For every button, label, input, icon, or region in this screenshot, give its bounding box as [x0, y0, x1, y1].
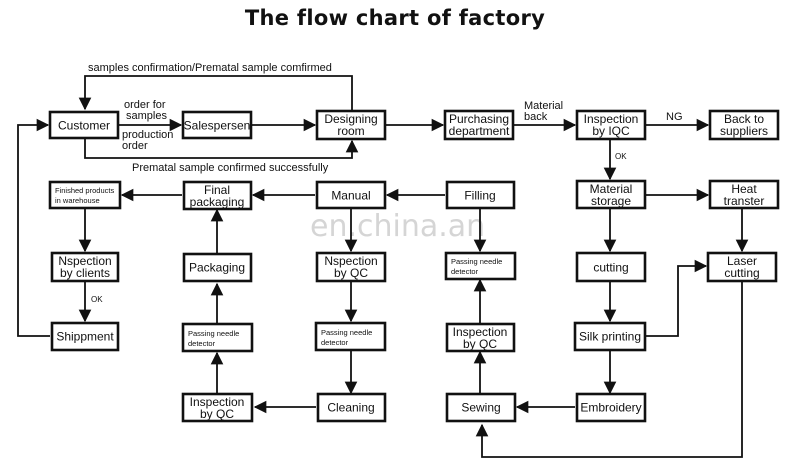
svg-text:by QC: by QC	[463, 337, 497, 351]
svg-text:Salespersen: Salespersen	[184, 119, 251, 133]
svg-text:Inspection: Inspection	[584, 112, 639, 126]
svg-text:Back to: Back to	[724, 112, 764, 126]
node-cutting: cutting	[575, 251, 647, 283]
node-cleaning: Cleaning	[316, 392, 387, 423]
label-material-back-2: back	[524, 111, 548, 123]
svg-text:Final: Final	[204, 183, 230, 197]
svg-text:detector: detector	[321, 338, 349, 347]
svg-text:by QC: by QC	[334, 266, 368, 280]
svg-text:Shippment: Shippment	[56, 330, 114, 344]
label-ng: NG	[666, 111, 683, 123]
svg-text:Sewing: Sewing	[461, 401, 500, 415]
label-material-back-1: Material	[524, 100, 563, 112]
svg-text:Nspection: Nspection	[324, 254, 377, 268]
edge-labels: samples confirmation/Prematal sample com…	[88, 62, 683, 304]
node-silk-printing: Silk printing	[573, 321, 647, 352]
svg-text:by QC: by QC	[200, 407, 234, 421]
svg-text:Designing: Designing	[324, 112, 377, 126]
node-heat-transfer: Heat transter	[708, 179, 780, 210]
node-embroidery: Embroidery	[575, 392, 647, 423]
node-shipment: Shippment	[50, 321, 120, 352]
node-filling: Filling	[445, 180, 516, 210]
node-inspection-iqc: Inspection by IQC	[575, 109, 647, 141]
svg-text:department: department	[449, 124, 510, 138]
label-samples-confirmation: samples confirmation/Prematal sample com…	[88, 62, 332, 74]
node-inspection-by-qc-3: Inspection by QC	[181, 392, 254, 423]
arrow-laser-to-sewing	[475, 281, 743, 458]
svg-text:Silk printing: Silk printing	[579, 330, 641, 344]
svg-text:Passing needle: Passing needle	[451, 257, 502, 266]
node-sewing: Sewing	[445, 392, 517, 423]
node-purchasing-department: Purchasing department	[443, 109, 515, 141]
node-inspection-by-qc-1: Nspection by QC	[315, 251, 387, 283]
arrow-samples-confirmation	[78, 75, 353, 111]
svg-text:detector: detector	[188, 339, 216, 348]
svg-text:Nspection: Nspection	[58, 254, 111, 268]
node-customer: Customer	[48, 110, 120, 140]
arrow-prematal-success	[84, 139, 359, 159]
node-packaging: Packaging	[182, 252, 253, 283]
node-passing-needle-detector-3: Passing needle detector	[444, 251, 517, 281]
svg-text:detector: detector	[451, 267, 479, 276]
node-designing-room: Designing room	[315, 109, 387, 141]
svg-text:Finished products: Finished products	[55, 186, 114, 195]
arrow-silk-to-laser	[645, 259, 708, 337]
svg-text:cutting: cutting	[593, 261, 628, 275]
node-passing-needle-detector-2: Passing needle detector	[314, 321, 387, 352]
svg-text:Inspection: Inspection	[190, 395, 245, 409]
svg-text:in warehouse: in warehouse	[55, 196, 100, 205]
arrow-shipment-to-customer	[17, 118, 50, 337]
svg-text:Cleaning: Cleaning	[327, 401, 374, 415]
svg-text:cutting: cutting	[724, 266, 759, 280]
node-salesperson: Salespersen	[181, 110, 253, 140]
node-laser-cutting: Laser cutting	[706, 251, 778, 283]
node-inspection-by-qc-2: Inspection by QC	[445, 322, 516, 353]
connectors	[17, 75, 749, 458]
node-back-to-suppliers: Back to suppliers	[708, 109, 780, 141]
label-ok-iqc: OK	[615, 152, 627, 161]
svg-text:Inspection: Inspection	[453, 325, 508, 339]
svg-text:by IQC: by IQC	[592, 124, 630, 138]
svg-text:Packaging: Packaging	[189, 261, 245, 275]
svg-text:Filling: Filling	[464, 189, 495, 203]
node-finished-products-warehouse: Finished products in warehouse	[48, 180, 122, 210]
node-passing-needle-detector-1: Passing needle detector	[181, 322, 254, 353]
label-production-order-2: order	[122, 140, 148, 152]
svg-text:Material: Material	[590, 182, 633, 196]
node-material-storage: Material storage	[575, 179, 647, 210]
page-title: The flow chart of factory	[244, 6, 546, 30]
label-prematal-success: Prematal sample confirmed successfully	[132, 162, 329, 174]
node-manual: Manual	[315, 180, 387, 210]
svg-text:Manual: Manual	[331, 189, 370, 203]
label-order-for-samples-1: order for	[124, 99, 166, 111]
svg-text:suppliers: suppliers	[720, 124, 768, 138]
node-inspection-by-clients: Nspection by clients	[50, 251, 120, 283]
label-order-for-samples-2: samples	[126, 110, 167, 122]
svg-text:packaging: packaging	[190, 195, 245, 209]
svg-text:room: room	[337, 124, 364, 138]
svg-text:transter: transter	[724, 194, 765, 208]
svg-text:Purchasing: Purchasing	[449, 112, 509, 126]
svg-text:Customer: Customer	[58, 119, 110, 133]
svg-text:Embroidery: Embroidery	[580, 401, 641, 415]
label-ok-clients: OK	[91, 295, 103, 304]
svg-text:by clients: by clients	[60, 266, 110, 280]
node-final-packaging: Final packaging	[182, 180, 253, 211]
svg-text:Heat: Heat	[731, 182, 757, 196]
label-production-order-1: production	[122, 129, 173, 141]
watermark: en.china.an	[310, 209, 485, 244]
svg-text:storage: storage	[591, 194, 631, 208]
svg-text:Laser: Laser	[727, 254, 757, 268]
svg-text:Passing needle: Passing needle	[188, 329, 239, 338]
svg-text:Passing needle: Passing needle	[321, 328, 372, 337]
